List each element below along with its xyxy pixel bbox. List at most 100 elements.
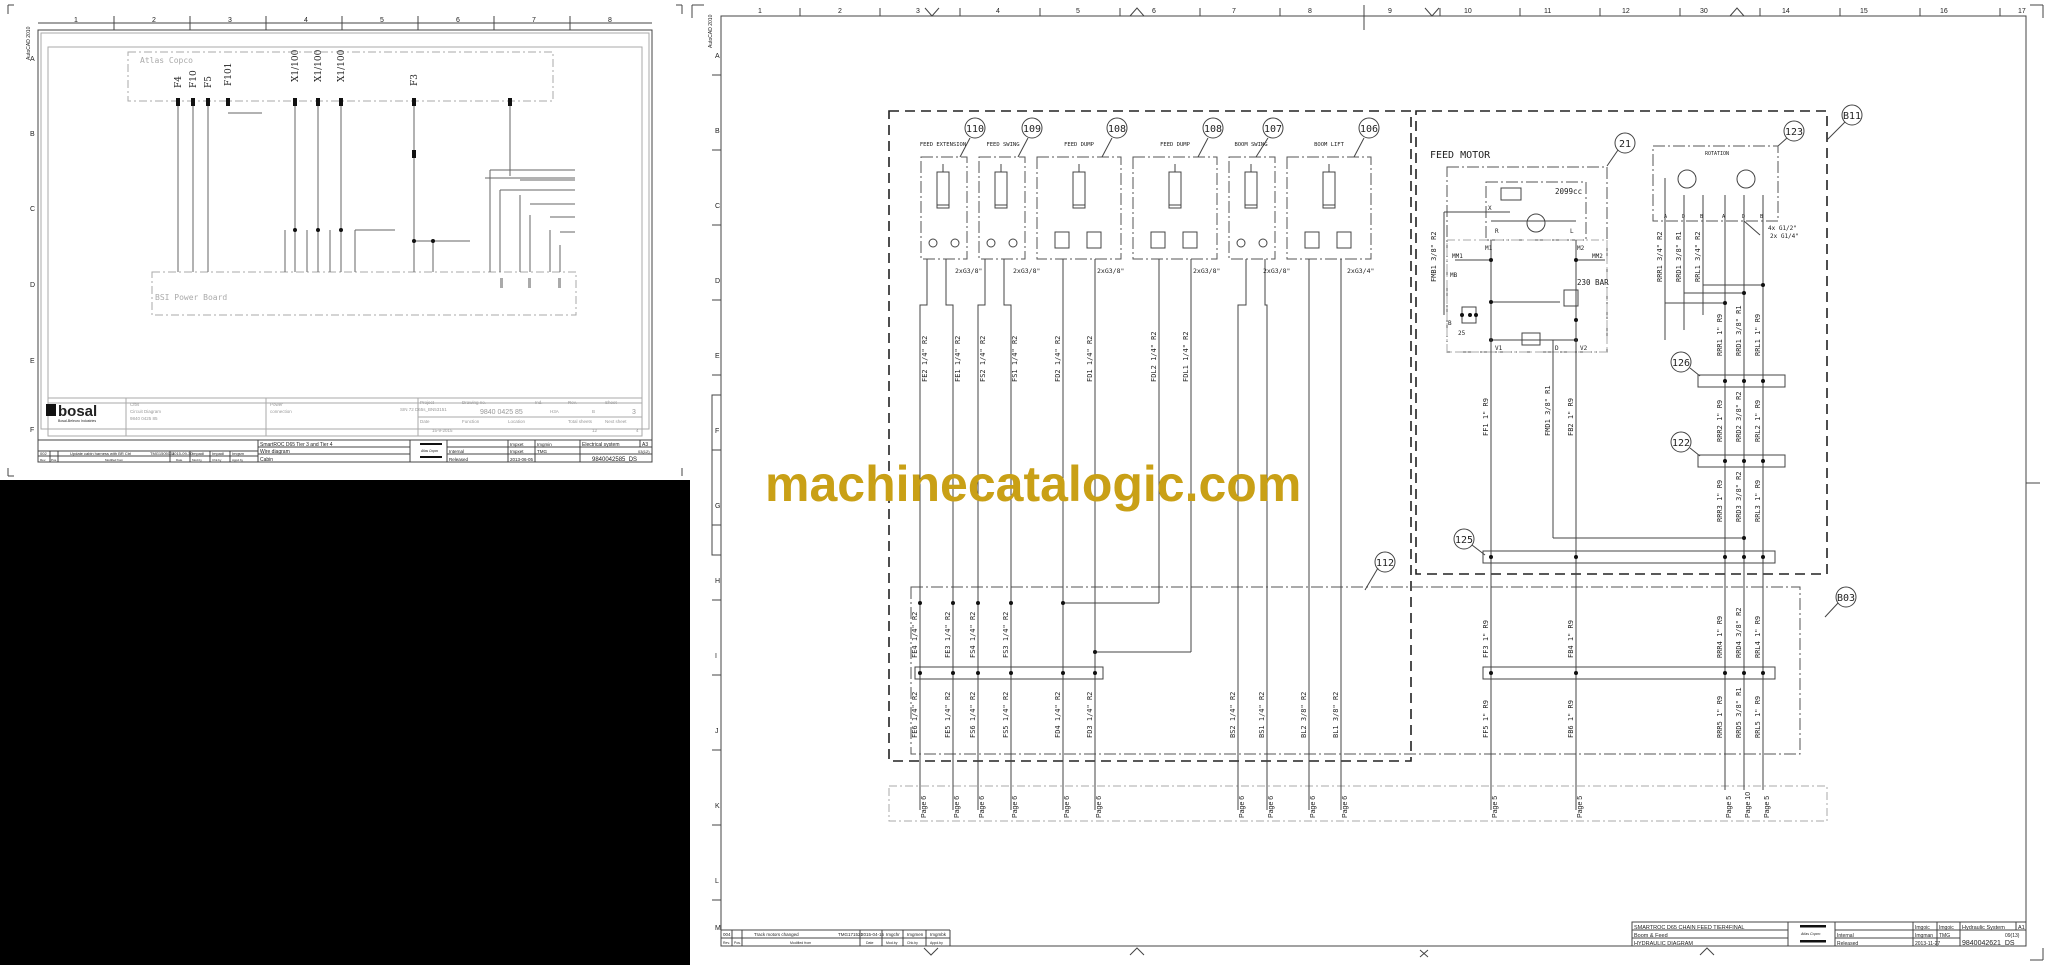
svg-text:Total sheets: Total sheets [568, 419, 593, 424]
hose-tag: RRR3 1" R9 [1716, 480, 1724, 522]
svg-text:14: 14 [1782, 8, 1790, 15]
hose-label: FMB1 3/8" R2 [1430, 231, 1438, 282]
svg-text:Cfbs: Cfbs [130, 402, 140, 407]
svg-text:M2: M2 [1577, 245, 1585, 252]
svg-text:MB: MB [1450, 272, 1458, 279]
page-ref-link[interactable]: Page 6 [1268, 796, 1275, 818]
svg-text:D: D [1555, 345, 1559, 352]
hose-tag: RRL1 3/4" R2 [1694, 231, 1702, 282]
svg-text:7: 7 [532, 17, 536, 24]
svg-text:16: 16 [1940, 8, 1948, 15]
svg-text:B: B [1760, 214, 1763, 220]
svg-text:Date: Date [866, 941, 873, 945]
page-ref-link[interactable]: Page 6 [1342, 796, 1349, 818]
hose-tag: FD3 1/4" R2 [1086, 692, 1094, 738]
page-ref-link[interactable]: Page 6 [1239, 796, 1246, 818]
hose-tag: FD2 1/4" R2 [1054, 336, 1062, 382]
page-ref-link[interactable]: Page 5 [1492, 796, 1499, 818]
drawing-name: SmartROC D65 Tier 3 and Tier 4 [260, 442, 333, 448]
svg-text:8: 8 [608, 17, 612, 24]
svg-text:3: 3 [632, 409, 636, 416]
svg-text:MM2: MM2 [1592, 253, 1603, 260]
page-ref-link[interactable]: Page 6 [1310, 796, 1317, 818]
svg-text:9840 0425 85: 9840 0425 85 [130, 416, 158, 421]
svg-text:D: D [1742, 214, 1745, 220]
callout-b03: B03 [1837, 593, 1855, 604]
svg-text:5: 5 [1076, 8, 1080, 15]
svg-text:Atlas Copco: Atlas Copco [420, 449, 438, 453]
svg-text:Released: Released [449, 457, 469, 462]
svg-text:Appd.by: Appd.by [232, 458, 244, 462]
svg-text:2xG3/8": 2xG3/8" [1013, 267, 1040, 275]
svg-text:4x G1/2": 4x G1/2" [1768, 225, 1797, 232]
svg-text:2: 2 [152, 17, 156, 24]
callout-107: 107 [1264, 124, 1282, 135]
svg-text:Internal: Internal [449, 449, 464, 454]
hose-tag: FS3 1/4" R2 [1002, 612, 1010, 658]
svg-text:25: 25 [1458, 330, 1466, 337]
callout-21: 21 [1619, 139, 1631, 150]
page-ref-link[interactable]: Page 5 [1764, 796, 1771, 818]
svg-text:6: 6 [1152, 8, 1156, 15]
hose-tag: FF1 1" R9 [1482, 398, 1490, 436]
cylinder-name: FEED DUMP [1064, 142, 1094, 148]
page-ref-link[interactable]: Page 6 [1064, 796, 1071, 818]
page-ref-link[interactable]: Page 5 [1726, 796, 1733, 818]
svg-text:6: 6 [456, 17, 460, 24]
electrical-wire-diagram-sheet: Atlas Copco BSI Power Board F4 F10 F5 F1… [0, 0, 690, 480]
hose-tag: FB4 1" R9 [1567, 620, 1575, 658]
svg-text:Electrical system: Electrical system [582, 442, 620, 448]
hose-tag: FE2 1/4" R2 [921, 336, 929, 382]
svg-text:B: B [592, 409, 595, 414]
svg-text:C: C [30, 206, 35, 213]
hose-tag: FS1 1/4" R2 [1011, 336, 1019, 382]
svg-text:3: 3 [916, 8, 920, 15]
svg-text:2x G1/4": 2x G1/4" [1770, 233, 1799, 240]
hose-tag: RRL5 1" R9 [1754, 696, 1762, 738]
feed-motor-title: FEED MOTOR [1430, 150, 1491, 161]
hose-tag: BL1 3/8" R2 [1332, 692, 1340, 738]
svg-text:MM1: MM1 [1452, 253, 1463, 260]
hose-tag: FD1 1/4" R2 [1086, 336, 1094, 382]
svg-text:Rev.: Rev. [723, 941, 730, 945]
svg-text:HYDRAULIC DIAGRAM: HYDRAULIC DIAGRAM [1634, 941, 1693, 947]
hose-tag: RRR1 1" R9 [1716, 314, 1724, 356]
hose-tag: RRR4 1" R9 [1716, 616, 1724, 658]
svg-text:2015-04-15: 2015-04-15 [861, 932, 885, 937]
svg-text:Project: Project [420, 400, 435, 405]
page-ref-link[interactable]: Page 5 [1577, 796, 1584, 818]
hose-tag: BS2 1/4" R2 [1229, 692, 1237, 738]
page-ref-link[interactable]: Page 6 [1012, 796, 1019, 818]
svg-text:E: E [715, 353, 720, 360]
svg-text:Released: Released [1837, 941, 1858, 947]
page-ref-link[interactable]: Page 10 [1745, 792, 1752, 818]
svg-text:B: B [1700, 214, 1703, 220]
connector-label: F10 [189, 70, 199, 88]
hose-tag: RRD1 3/8" R1 [1675, 231, 1683, 282]
svg-text:L: L [715, 878, 719, 885]
svg-text:2013-11-27: 2013-11-27 [1915, 941, 1940, 947]
svg-text:09(13): 09(13) [2005, 933, 2020, 939]
callout-126: 126 [1672, 358, 1690, 369]
connector-label: X1/100 [337, 49, 347, 82]
relief-pressure: 230 BAR [1577, 278, 1609, 287]
hose-tag: RRD2 3/8" R2 [1735, 391, 1743, 442]
page-ref-link[interactable]: Page 6 [954, 796, 961, 818]
hose-tag: RRD3 3/8" R2 [1735, 471, 1743, 522]
page-ref-link[interactable]: Page 6 [921, 796, 928, 818]
svg-text:Imgman: Imgman [1915, 933, 1933, 939]
svg-text:H3A: H3A [550, 409, 559, 414]
svg-text:Imgoic: Imgoic [1939, 925, 1954, 931]
svg-text:V1: V1 [1495, 345, 1503, 352]
hose-tag: FS4 1/4" R2 [969, 612, 977, 658]
svg-text:15-9-2015: 15-9-2015 [432, 428, 453, 433]
callout-108: 108 [1204, 124, 1222, 135]
svg-text:2015-09-30: 2015-09-30 [172, 451, 193, 456]
svg-text:D: D [30, 282, 35, 289]
svg-text:Mod.by: Mod.by [886, 941, 898, 945]
svg-text:03(12): 03(12) [638, 449, 650, 454]
page-ref-link[interactable]: Page 6 [1096, 796, 1103, 818]
svg-text:Mod.by: Mod.by [192, 458, 202, 462]
svg-text:12: 12 [1622, 8, 1630, 15]
page-ref-link[interactable]: Page 6 [979, 796, 986, 818]
